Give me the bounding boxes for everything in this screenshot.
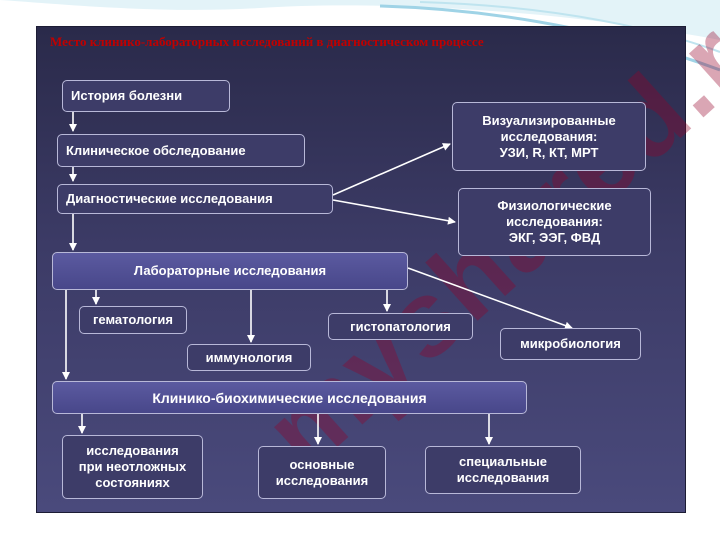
node-hematology: гематология xyxy=(79,306,187,334)
node-immunology: иммунология xyxy=(187,344,311,371)
node-biochemical: Клинико-биохимические исследования xyxy=(52,381,527,414)
node-physiological: Физиологические исследования: ЭКГ, ЭЭГ, … xyxy=(458,188,651,256)
node-microbiology: микробиология xyxy=(500,328,641,360)
node-emergency: исследования при неотложных состояниях xyxy=(62,435,203,499)
arrow-lab-microbiology xyxy=(407,267,573,330)
arrow-diagnostic-physiological xyxy=(332,199,456,225)
node-clinical-exam: Клиническое обследование xyxy=(57,134,305,167)
node-imaging: Визуализированные исследования: УЗИ, R, … xyxy=(452,102,646,171)
node-special: специальные исследования xyxy=(425,446,581,494)
slide-title: Место клинико-лабораторных исследований … xyxy=(50,34,484,49)
node-history: История болезни xyxy=(62,80,230,112)
arrow-diagnostic-imaging xyxy=(332,143,451,196)
node-laboratory: Лабораторные исследования xyxy=(52,252,408,290)
node-diagnostic: Диагностические исследования xyxy=(57,184,333,214)
node-histopathology: гистопатология xyxy=(328,313,473,340)
node-basic: основные исследования xyxy=(258,446,386,499)
